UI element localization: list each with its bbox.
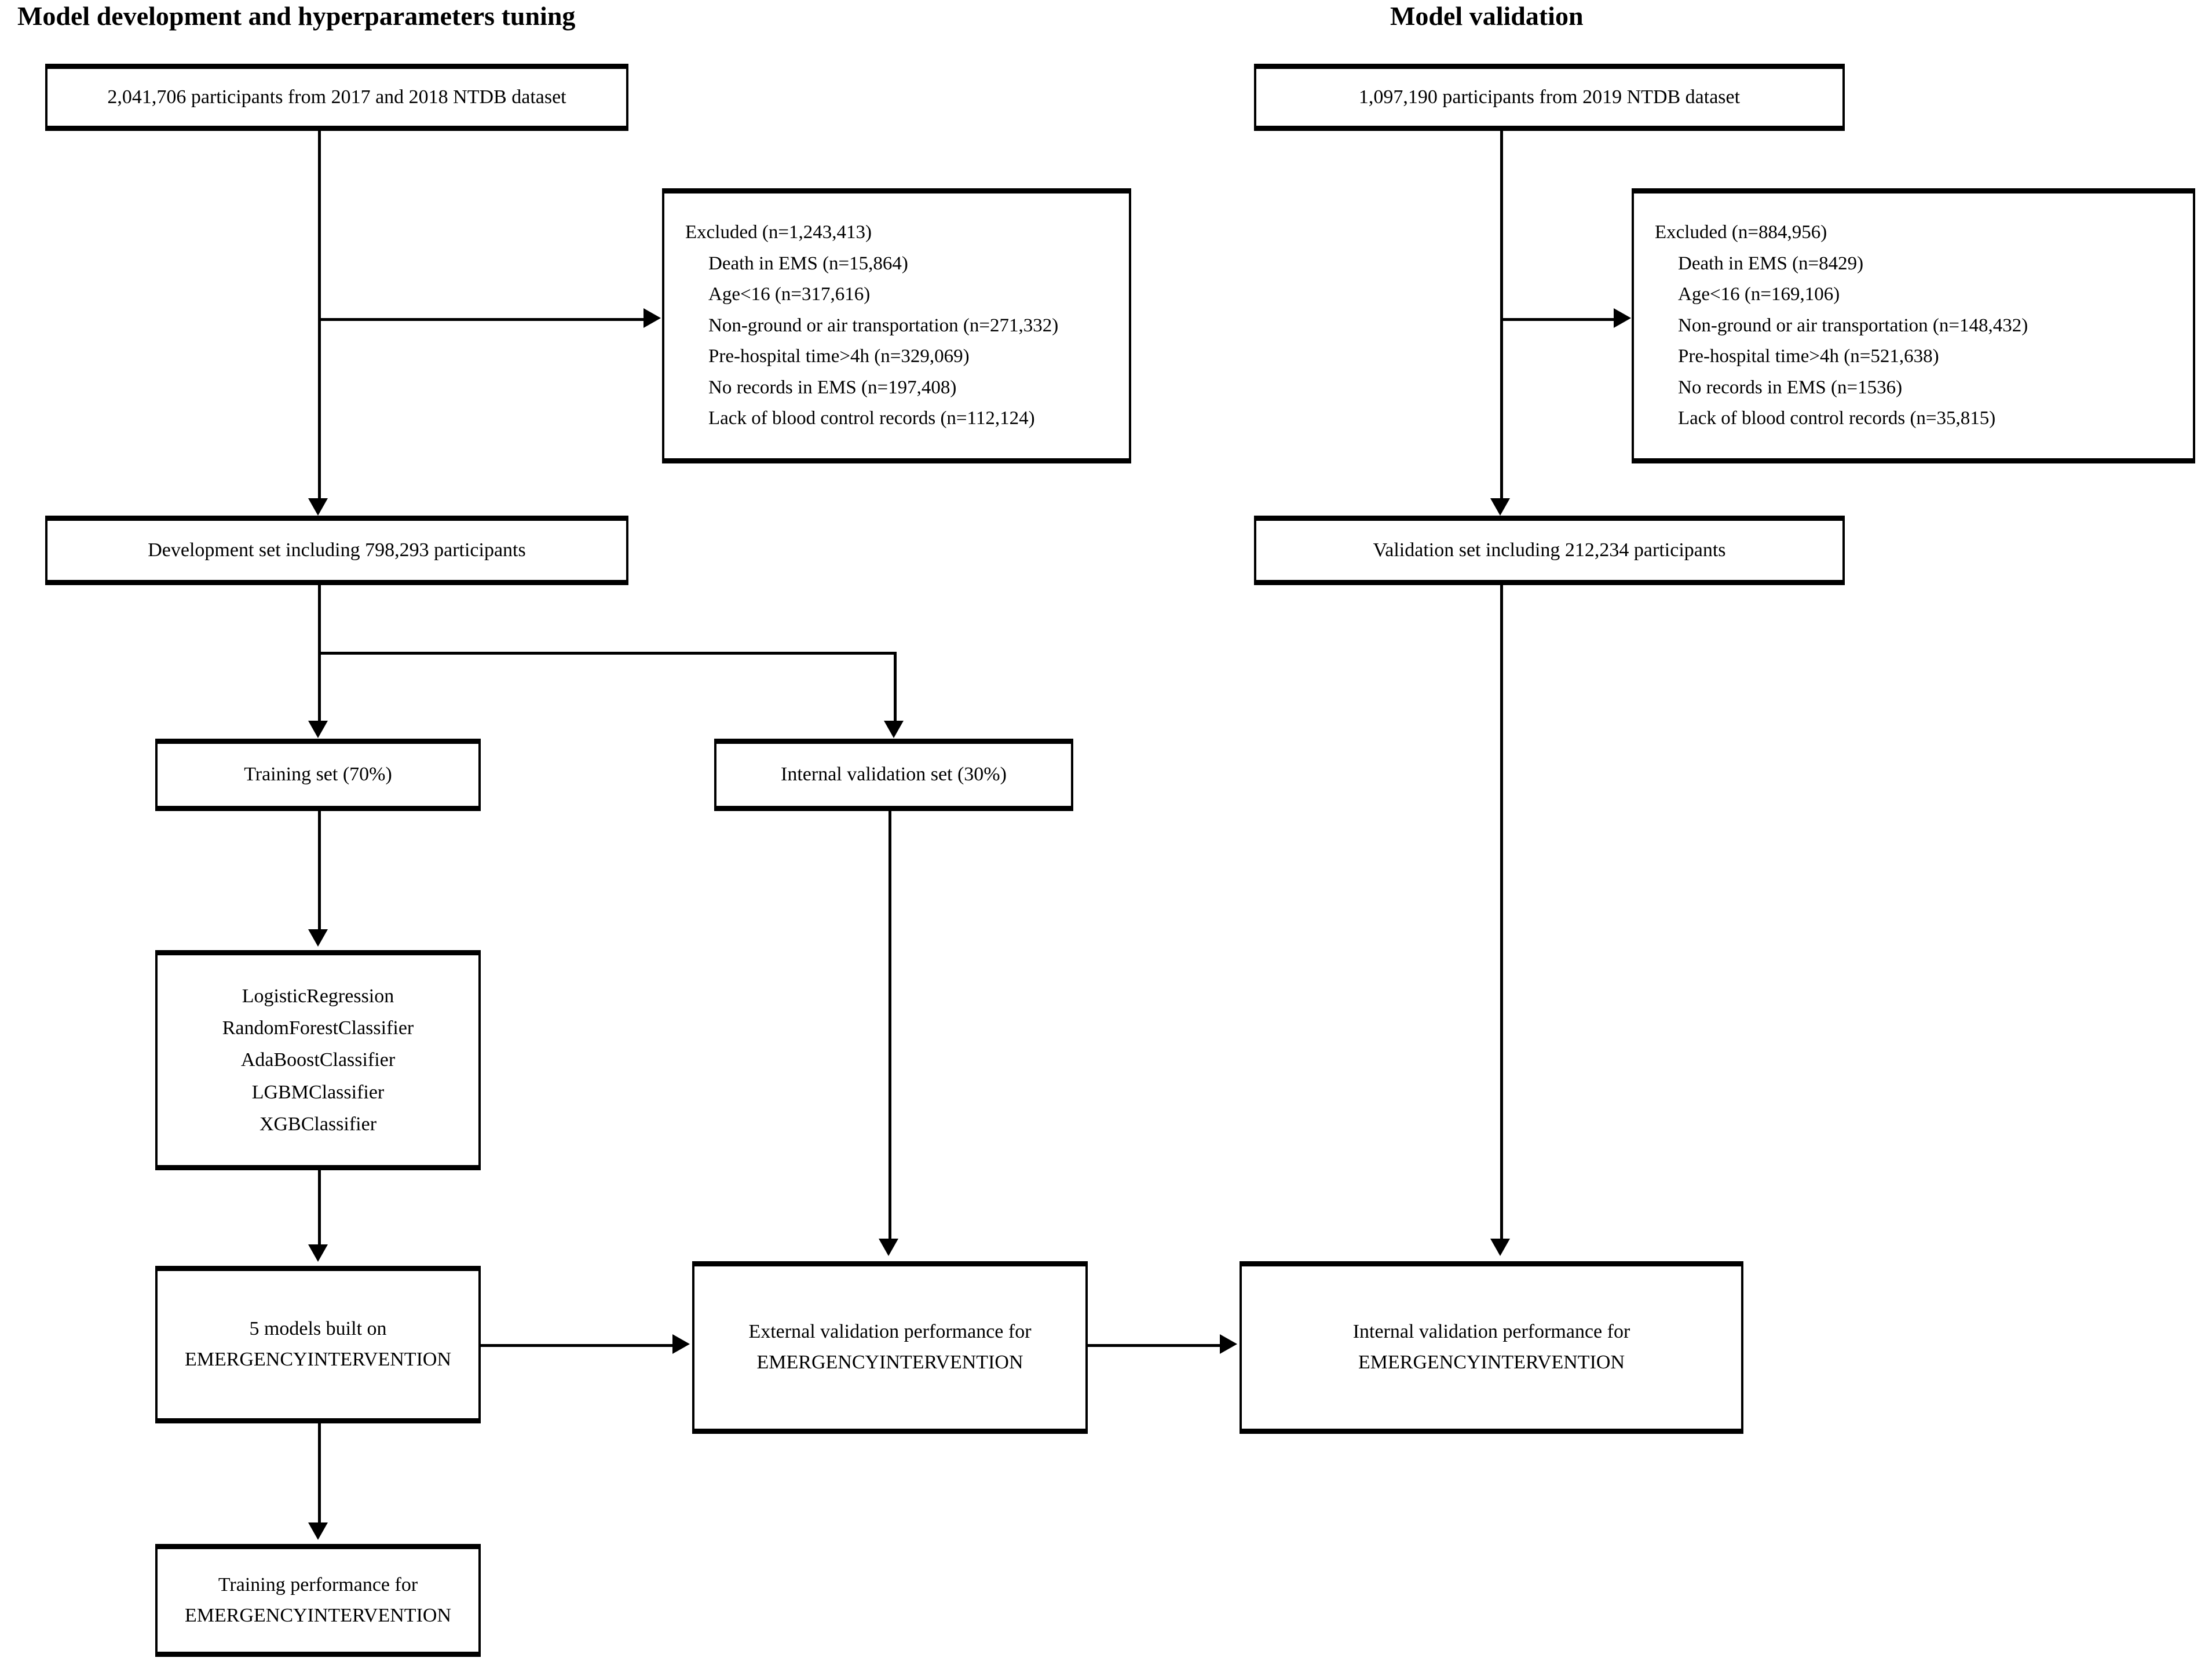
arrowhead-down-models bbox=[308, 929, 328, 947]
node-development-set: Development set including 798,293 partic… bbox=[45, 516, 628, 585]
connector-valset-to-internal-performance bbox=[1500, 585, 1503, 1241]
val-excluded-heading: Excluded (n=884,956) bbox=[1655, 222, 1827, 243]
arrowhead-right-val-exclusion bbox=[1614, 308, 1631, 328]
val-excluded-reason: Pre-hospital time>4h (n=521,638) bbox=[1678, 346, 1939, 367]
node-training-set: Training set (70%) bbox=[155, 739, 481, 811]
model-name: LGBMClassifier bbox=[251, 1081, 385, 1103]
val-excluded-reason: No records in EMS (n=1536) bbox=[1678, 377, 1903, 398]
node-val-source: 1,097,190 participants from 2019 NTDB da… bbox=[1254, 64, 1845, 131]
arrowhead-right-dev-exclusion bbox=[644, 308, 661, 328]
connector-val-source-to-valset bbox=[1500, 131, 1503, 502]
model-name: XGBClassifier bbox=[259, 1113, 377, 1135]
internal-performance-line2: EMERGENCYINTERVENTION bbox=[1358, 1352, 1625, 1373]
val-excluded-reason: Lack of blood control records (n=35,815) bbox=[1678, 408, 1996, 429]
training-performance-line1: Training performance for bbox=[218, 1573, 418, 1595]
dev-excluded-reason: No records in EMS (n=197,408) bbox=[708, 377, 957, 398]
node-models-built: 5 models built on EMERGENCYINTERVENTION bbox=[155, 1266, 481, 1423]
dev-excluded-reason: Lack of blood control records (n=112,124… bbox=[708, 408, 1035, 429]
training-performance-line2: EMERGENCYINTERVENTION bbox=[185, 1604, 451, 1626]
node-model-list: LogisticRegression RandomForestClassifie… bbox=[155, 950, 481, 1170]
connector-trainingset-to-models bbox=[318, 811, 321, 932]
node-dev-source-label: 2,041,706 participants from 2017 and 201… bbox=[107, 86, 566, 108]
connector-built-to-training-performance bbox=[318, 1423, 321, 1525]
arrowhead-down-internal-performance-box bbox=[1490, 1239, 1510, 1256]
node-internal-validation-split: Internal validation set (30%) bbox=[714, 739, 1073, 811]
connector-devset-trunk bbox=[318, 585, 321, 733]
node-validation-set: Validation set including 212,234 partici… bbox=[1254, 516, 1845, 585]
arrowhead-down-external-performance bbox=[879, 1239, 898, 1256]
dev-excluded-reason: Age<16 (n=317,616) bbox=[708, 284, 871, 305]
node-training-set-label: Training set (70%) bbox=[244, 764, 392, 786]
node-val-source-label: 1,097,190 participants from 2019 NTDB da… bbox=[1358, 86, 1741, 108]
arrowhead-down-models-built bbox=[308, 1244, 328, 1262]
connector-dev-source-to-devset bbox=[318, 131, 321, 502]
val-excluded-reason: Age<16 (n=169,106) bbox=[1678, 284, 1840, 305]
node-training-performance: Training performance for EMERGENCYINTERV… bbox=[155, 1544, 481, 1657]
internal-performance-line1: Internal validation performance for bbox=[1352, 1321, 1630, 1343]
connector-models-to-built bbox=[318, 1170, 321, 1246]
models-built-line1: 5 models built on bbox=[249, 1318, 387, 1340]
left-column-title: Model development and hyperparameters tu… bbox=[17, 1, 576, 31]
node-development-set-label: Development set including 798,293 partic… bbox=[148, 539, 526, 561]
node-validation-set-label: Validation set including 212,234 partici… bbox=[1373, 539, 1726, 561]
node-dev-source: 2,041,706 participants from 2017 and 201… bbox=[45, 64, 628, 131]
dev-excluded-reason: Non-ground or air transportation (n=271,… bbox=[708, 315, 1059, 336]
connector-devset-split bbox=[318, 652, 897, 655]
external-performance-line2: EMERGENCYINTERVENTION bbox=[756, 1352, 1023, 1373]
val-excluded-reason: Non-ground or air transportation (n=148,… bbox=[1678, 315, 2028, 336]
arrowhead-down-devset bbox=[308, 498, 328, 516]
connector-built-to-external bbox=[481, 1344, 675, 1347]
external-performance-line1: External validation performance for bbox=[748, 1321, 1032, 1343]
node-external-performance: External validation performance for EMER… bbox=[692, 1261, 1088, 1434]
right-column-title: Model validation bbox=[1390, 1, 1584, 31]
connector-to-internal-split bbox=[894, 652, 897, 733]
dev-excluded-reason: Death in EMS (n=15,864) bbox=[708, 253, 908, 274]
arrowhead-right-external-performance bbox=[672, 1334, 690, 1354]
dev-excluded-reason: Pre-hospital time>4h (n=329,069) bbox=[708, 346, 970, 367]
arrowhead-down-training-set bbox=[308, 721, 328, 738]
connector-split-to-external-performance bbox=[889, 811, 891, 1241]
arrowhead-down-internal-split bbox=[884, 721, 904, 738]
connector-val-exclusion bbox=[1500, 318, 1616, 321]
model-name: RandomForestClassifier bbox=[222, 1017, 414, 1039]
arrowhead-right-internal-performance bbox=[1220, 1334, 1237, 1354]
connector-external-to-internal-performance bbox=[1088, 1344, 1222, 1347]
node-internal-validation-split-label: Internal validation set (30%) bbox=[781, 764, 1007, 786]
model-name: LogisticRegression bbox=[242, 985, 394, 1007]
arrowhead-down-valset bbox=[1490, 498, 1510, 516]
node-dev-excluded: Excluded (n=1,243,413) Death in EMS (n=1… bbox=[662, 188, 1131, 463]
val-excluded-reason: Death in EMS (n=8429) bbox=[1678, 253, 1864, 274]
node-internal-performance: Internal validation performance for EMER… bbox=[1240, 1261, 1743, 1434]
models-built-line2: EMERGENCYINTERVENTION bbox=[185, 1349, 451, 1370]
node-val-excluded: Excluded (n=884,956) Death in EMS (n=842… bbox=[1632, 188, 2195, 463]
model-name: AdaBoostClassifier bbox=[240, 1049, 396, 1071]
connector-dev-exclusion bbox=[318, 318, 646, 321]
dev-excluded-heading: Excluded (n=1,243,413) bbox=[685, 222, 872, 243]
arrowhead-down-training-performance bbox=[308, 1522, 328, 1540]
